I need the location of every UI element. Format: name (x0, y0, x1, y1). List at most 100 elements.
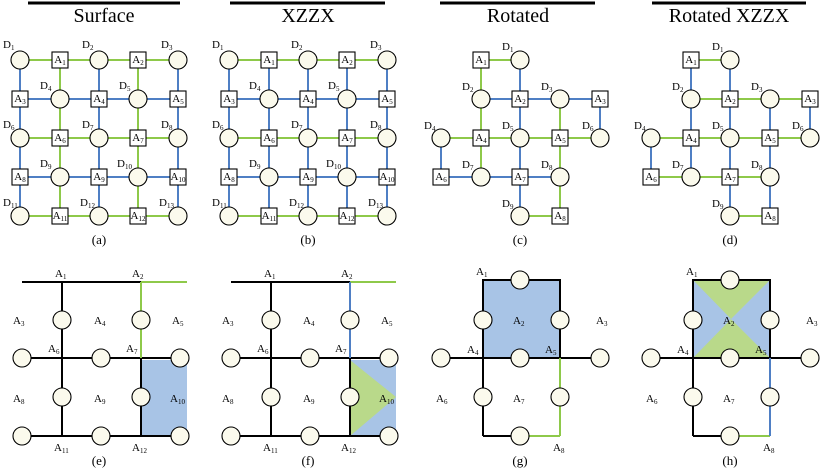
svg-text:D9: D9 (712, 198, 724, 211)
svg-text:A5: A5 (381, 315, 393, 328)
svg-text:A7: A7 (514, 171, 526, 184)
svg-text:A4: A4 (685, 132, 697, 145)
svg-text:D10: D10 (326, 158, 341, 171)
svg-text:A8: A8 (763, 442, 775, 455)
svg-text:D4: D4 (634, 120, 646, 133)
svg-text:A9: A9 (303, 393, 315, 406)
svg-text:A5: A5 (755, 344, 767, 357)
svg-text:D7: D7 (672, 159, 684, 172)
caption-d: (d) (722, 232, 737, 247)
svg-text:A8: A8 (14, 171, 26, 184)
svg-text:D3: D3 (541, 81, 553, 94)
svg-text:A3: A3 (223, 93, 235, 106)
svg-text:A2: A2 (513, 315, 525, 328)
svg-text:A3: A3 (13, 315, 25, 328)
svg-text:D1: D1 (502, 41, 514, 54)
title-xzzx-text: XZZX (281, 5, 335, 27)
svg-text:D8: D8 (161, 119, 173, 132)
svg-text:A6: A6 (646, 393, 658, 406)
svg-text:A2: A2 (341, 268, 353, 281)
svg-text:D2: D2 (82, 39, 94, 52)
panel-f: A1 A2 A3 A4 A5 A6 A7 A8 A9 A10 A11 A12 (… (221, 268, 399, 468)
svg-text:D6: D6 (212, 119, 224, 132)
svg-text:D9: D9 (502, 198, 514, 211)
panel-b-xzzx: A1 A2 A3 A4 A5 A6 A7 A8 A9 A10 A11 A12 D… (212, 39, 397, 247)
title-xzzx: XZZX (230, 1, 385, 27)
svg-text:D13: D13 (368, 197, 383, 210)
svg-text:D8: D8 (370, 119, 382, 132)
svg-text:D12: D12 (80, 197, 95, 210)
svg-text:A1: A1 (54, 54, 66, 67)
panel-e: A1 A2 A3 A4 A5 A6 A7 A8 A9 A10 A11 A12 (… (12, 268, 190, 468)
svg-text:A7: A7 (335, 343, 347, 356)
svg-text:A7: A7 (126, 343, 138, 356)
caption-e: (e) (92, 453, 106, 468)
svg-text:A2: A2 (132, 54, 144, 67)
caption-c: (c) (513, 232, 527, 247)
svg-text:A4: A4 (93, 93, 105, 106)
svg-text:A2: A2 (132, 268, 144, 281)
svg-text:D7: D7 (291, 119, 303, 132)
svg-text:D5: D5 (502, 120, 514, 133)
svg-text:A6: A6 (645, 171, 657, 184)
svg-text:A5: A5 (381, 93, 393, 106)
caption-h: (h) (722, 453, 737, 468)
title-rotated: Rotated (440, 1, 595, 27)
svg-text:A5: A5 (545, 344, 557, 357)
svg-text:A2: A2 (341, 54, 353, 67)
svg-text:A4: A4 (302, 93, 314, 106)
title-rotated-text: Rotated (487, 5, 549, 27)
svg-text:A4: A4 (677, 344, 689, 357)
svg-text:A7: A7 (513, 393, 525, 406)
svg-text:D10: D10 (117, 158, 132, 171)
svg-text:D4: D4 (40, 80, 52, 93)
svg-text:A9: A9 (302, 171, 314, 184)
svg-text:A6: A6 (263, 132, 275, 145)
svg-text:A4: A4 (303, 315, 315, 328)
svg-text:A9: A9 (93, 171, 105, 184)
svg-text:A1: A1 (264, 268, 276, 281)
title-rotated-xzzx: Rotated XZZX (652, 1, 806, 27)
svg-text:D9: D9 (249, 158, 261, 171)
svg-text:D9: D9 (40, 158, 52, 171)
caption-g: (g) (512, 453, 527, 468)
svg-text:A3: A3 (804, 93, 816, 106)
svg-text:A3: A3 (806, 315, 818, 328)
title-surface: Surface (28, 1, 180, 27)
panel-g: A1 A2 A3 A4 A5 A6 A7 A8 (g) (431, 266, 610, 468)
svg-text:D2: D2 (291, 39, 303, 52)
svg-text:A12: A12 (132, 442, 147, 455)
svg-text:A7: A7 (724, 171, 736, 184)
panel-c-rotated: A1 A2 A3 A4 A5 A6 A7 A8 D1 D2 D3 D4 D5 D… (424, 41, 610, 247)
svg-text:A6: A6 (435, 171, 447, 184)
svg-text:D8: D8 (751, 159, 763, 172)
caption-f: (f) (302, 453, 315, 468)
svg-text:D2: D2 (462, 81, 474, 94)
title-rotated-xzzx-text: Rotated XZZX (669, 5, 790, 27)
svg-text:D8: D8 (541, 159, 553, 172)
svg-text:A7: A7 (341, 132, 353, 145)
svg-text:A3: A3 (594, 93, 606, 106)
panel-h: A1 A2 A3 A4 A5 A6 A7 A8 (h) (641, 266, 820, 468)
svg-text:D1: D1 (712, 41, 724, 54)
svg-text:A1: A1 (685, 54, 697, 67)
svg-text:A2: A2 (724, 93, 736, 106)
svg-text:A9: A9 (94, 393, 106, 406)
svg-text:A4: A4 (94, 315, 106, 328)
svg-text:A4: A4 (475, 132, 487, 145)
svg-text:A11: A11 (54, 442, 69, 455)
svg-text:A6: A6 (54, 132, 66, 145)
svg-text:A3: A3 (222, 315, 234, 328)
svg-text:A6: A6 (436, 393, 448, 406)
svg-text:A8: A8 (553, 442, 565, 455)
svg-text:D3: D3 (751, 81, 763, 94)
svg-text:D1: D1 (212, 39, 224, 52)
svg-text:A8: A8 (764, 210, 776, 223)
svg-text:A8: A8 (223, 171, 235, 184)
svg-text:A1: A1 (55, 268, 67, 281)
svg-text:A3: A3 (596, 315, 608, 328)
title-surface-text: Surface (73, 5, 134, 27)
svg-text:A1: A1 (476, 266, 488, 279)
svg-text:D2: D2 (672, 81, 684, 94)
svg-text:A7: A7 (132, 132, 144, 145)
